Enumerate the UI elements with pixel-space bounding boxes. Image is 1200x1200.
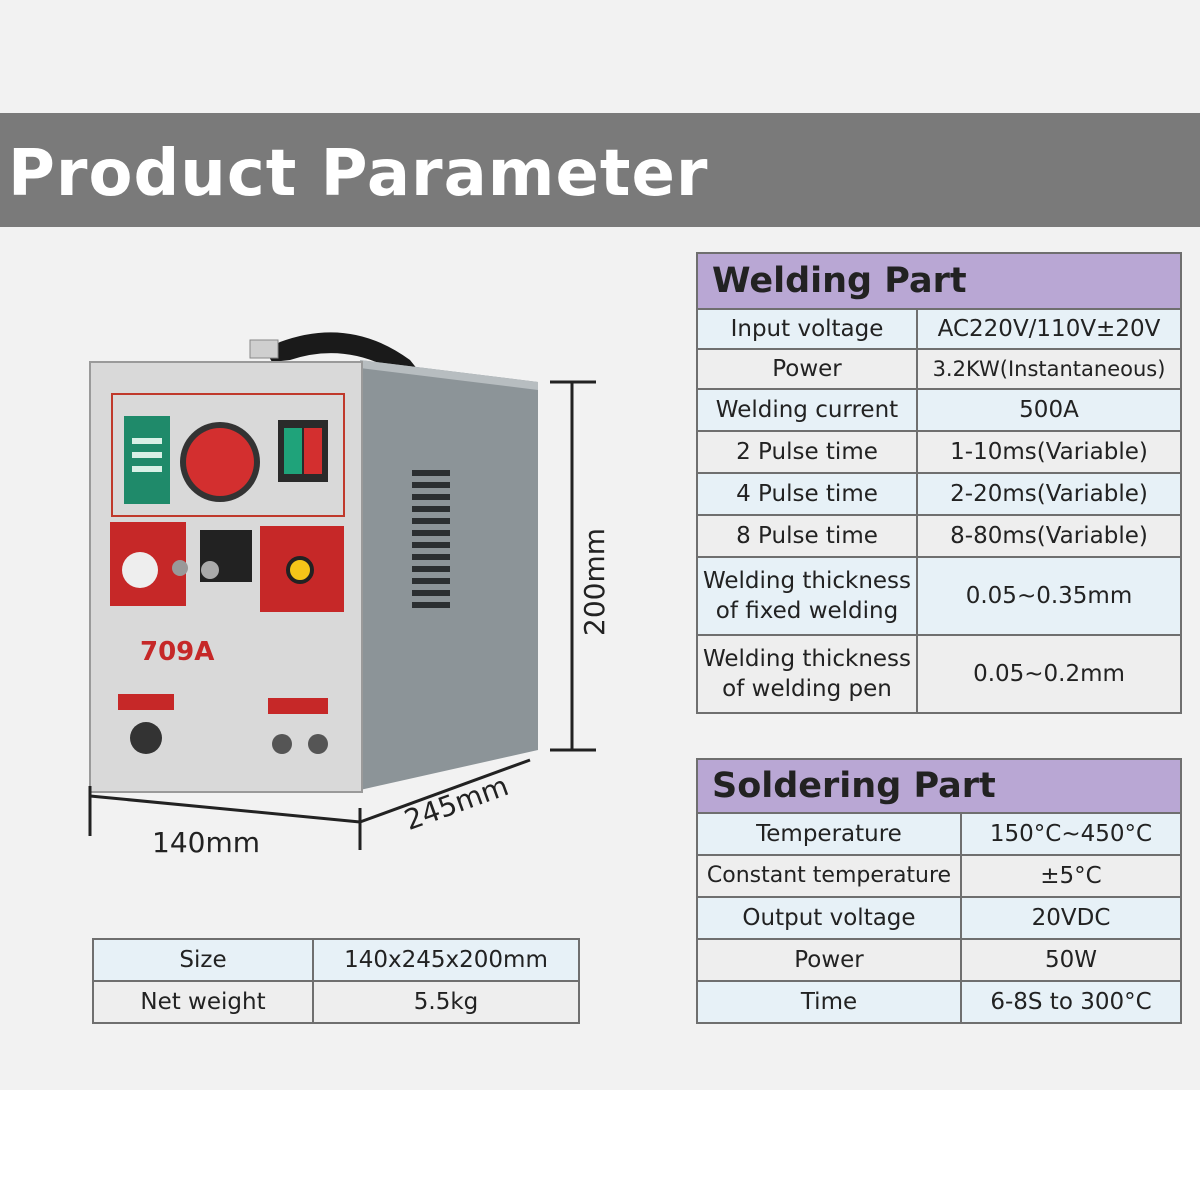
- table-row-label: Power: [696, 938, 962, 982]
- table-row-label: Output voltage: [696, 896, 962, 940]
- svg-text:709A: 709A: [140, 637, 214, 667]
- table-row-value: 500A: [916, 388, 1182, 432]
- welding-part-table: Welding Part Input voltage AC220V/110V±2…: [696, 252, 1182, 714]
- page-title: Product Parameter: [8, 137, 709, 211]
- table-row-value: 2-20ms(Variable): [916, 472, 1182, 516]
- table-row-value: 0.05~0.2mm: [916, 634, 1182, 714]
- table-row-label: Input voltage: [696, 308, 918, 350]
- size-weight-table: Size 140x245x200mm Net weight 5.5kg: [92, 938, 580, 1024]
- welding-part-header: Welding Part: [696, 252, 1182, 310]
- table-row-value: 140x245x200mm: [312, 938, 580, 982]
- table-row-value: 1-10ms(Variable): [916, 430, 1182, 474]
- table-row-label: Welding current: [696, 388, 918, 432]
- table-row-label: 2 Pulse time: [696, 430, 918, 474]
- table-row-value: 6-8S to 300°C: [960, 980, 1182, 1024]
- table-row-label: Net weight: [92, 980, 314, 1024]
- table-row-label: Temperature: [696, 812, 962, 856]
- table-row-value: 3.2KW(Instantaneous): [916, 348, 1182, 390]
- table-row-label: Size: [92, 938, 314, 982]
- table-row-value: AC220V/110V±20V: [916, 308, 1182, 350]
- table-row-value: 0.05~0.35mm: [916, 556, 1182, 636]
- height-dimension-label: 200mm: [578, 528, 611, 636]
- table-row-label: 8 Pulse time: [696, 514, 918, 558]
- soldering-part-table: Soldering Part Temperature 150°C~450°C C…: [696, 758, 1182, 1024]
- table-row-label: Welding thickness of fixed welding: [696, 556, 918, 636]
- table-row-value: 5.5kg: [312, 980, 580, 1024]
- title-banner: [0, 113, 1200, 227]
- table-row-label: 4 Pulse time: [696, 472, 918, 516]
- table-row-label: Constant temperature: [696, 854, 962, 898]
- table-row-value: 8-80ms(Variable): [916, 514, 1182, 558]
- table-row-label: Welding thickness of welding pen: [696, 634, 918, 714]
- table-row-value: ±5°C: [960, 854, 1182, 898]
- soldering-part-header: Soldering Part: [696, 758, 1182, 814]
- width-dimension-label: 140mm: [152, 826, 260, 859]
- table-row-label: Time: [696, 980, 962, 1024]
- table-row-label: Power: [696, 348, 918, 390]
- table-row-value: 20VDC: [960, 896, 1182, 940]
- table-row-value: 150°C~450°C: [960, 812, 1182, 856]
- table-row-value: 50W: [960, 938, 1182, 982]
- welder-machine-illustration: 709A: [88, 332, 596, 850]
